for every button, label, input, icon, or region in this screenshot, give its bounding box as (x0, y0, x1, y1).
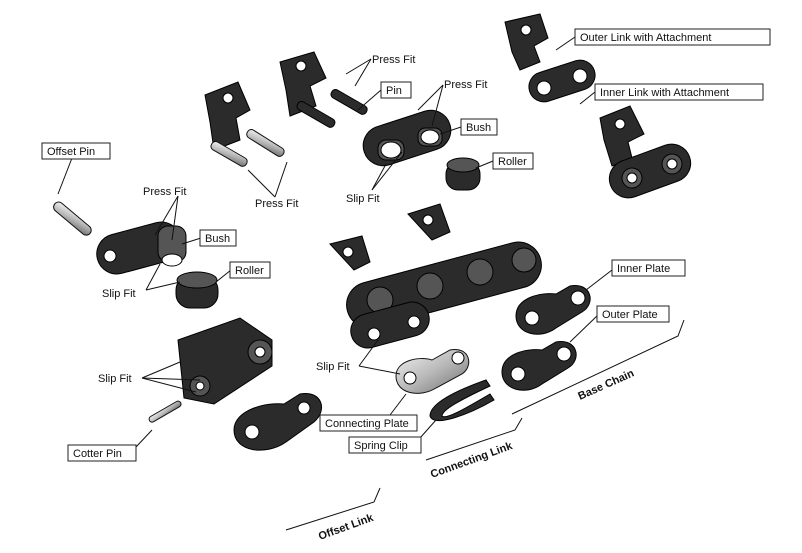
label-pin: Pin (380, 81, 412, 99)
label-bush-2: Bush (199, 229, 237, 247)
label-offset-pin: Offset Pin (41, 142, 111, 160)
label-outer-link-attachment: Outer Link with Attachment (574, 28, 771, 46)
attachment-plate-pins-middle (279, 51, 368, 128)
label-slip-fit-3: Slip Fit (98, 373, 132, 385)
svg-text:Bush: Bush (205, 233, 230, 245)
label-inner-plate: Inner Plate (611, 259, 686, 277)
label-press-fit-3: Press Fit (255, 198, 298, 210)
roller-part-top (445, 157, 481, 191)
label-press-fit-4: Press Fit (143, 186, 186, 198)
outer-plate-part (501, 341, 577, 391)
label-cotter-pin: Cotter Pin (67, 444, 137, 462)
svg-text:Bush: Bush (466, 122, 491, 134)
svg-text:Cotter Pin: Cotter Pin (73, 448, 122, 460)
svg-text:Offset Pin: Offset Pin (47, 146, 95, 158)
inner-plate-part (515, 285, 591, 335)
roller-part-left (175, 271, 219, 309)
group-brackets (285, 319, 685, 531)
outer-link-attachment-part (504, 13, 596, 103)
leader-lines (57, 36, 613, 448)
connecting-plate-part (395, 349, 470, 394)
label-press-fit-2: Press Fit (444, 79, 487, 91)
label-inner-link-attachment: Inner Link with Attachment (594, 83, 764, 101)
label-roller-1: Roller (492, 152, 534, 170)
offset-plate-bush-part (96, 221, 187, 275)
svg-text:Roller: Roller (235, 265, 264, 277)
svg-text:Inner Plate: Inner Plate (617, 263, 670, 275)
svg-text:Outer Link with Attachment: Outer Link with Attachment (580, 32, 711, 44)
label-slip-fit-2: Slip Fit (102, 288, 136, 300)
label-connecting-plate: Connecting Plate (319, 414, 418, 432)
svg-text:Inner Link with Attachment: Inner Link with Attachment (600, 87, 729, 99)
label-outer-plate: Outer Plate (596, 305, 670, 323)
label-press-fit-1: Press Fit (372, 54, 415, 66)
base-chain-assembly-part (329, 203, 542, 349)
offset-link-assembly-part (177, 317, 273, 405)
offset-pin-part (53, 201, 92, 236)
label-slip-fit-4: Slip Fit (316, 361, 350, 373)
label-spring-clip: Spring Clip (348, 436, 422, 454)
label-roller-2: Roller (229, 261, 271, 279)
spring-clip-part (429, 379, 495, 421)
cotter-pin-part (148, 400, 182, 423)
inner-plate-bushes-part (362, 109, 452, 167)
label-bush-1: Bush (460, 118, 498, 136)
svg-text:Roller: Roller (498, 156, 527, 168)
label-slip-fit-1: Slip Fit (346, 193, 380, 205)
svg-text:Outer Plate: Outer Plate (602, 309, 658, 321)
attachment-plate-pins-left (204, 81, 285, 167)
svg-text:Connecting Plate: Connecting Plate (325, 418, 409, 430)
offset-plate-part (233, 393, 323, 451)
svg-text:Pin: Pin (386, 85, 402, 97)
svg-text:Spring Clip: Spring Clip (354, 440, 408, 452)
group-label-offset-link: Offset Link (317, 512, 376, 543)
group-label-base-chain: Base Chain (576, 367, 636, 402)
group-label-connecting-link: Connecting Link (429, 440, 515, 481)
inner-link-attachment-part (599, 105, 692, 199)
